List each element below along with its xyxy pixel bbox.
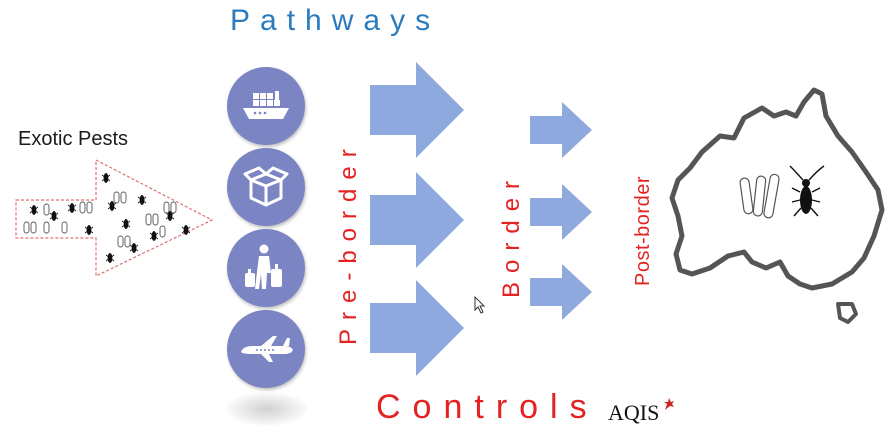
aqis-text: AQIS	[608, 400, 660, 425]
beetle-icon	[29, 173, 191, 263]
border-arrow-2	[530, 184, 592, 240]
mouse-cursor-icon	[474, 296, 486, 314]
leaf-icon	[663, 398, 674, 410]
tasmania-outline	[836, 302, 858, 324]
larva-icon	[23, 191, 177, 248]
larva-icon	[739, 173, 780, 219]
aircraft-pathway-circle	[227, 310, 305, 388]
pre-border-arrow-1	[370, 62, 464, 158]
ship-icon	[243, 91, 289, 119]
australia-map	[669, 87, 885, 324]
exotic-pests-label: Exotic Pests	[18, 128, 129, 150]
border-arrows	[530, 102, 592, 320]
border-label: Border	[498, 171, 525, 298]
traveller-icon	[245, 244, 282, 289]
pre-border-arrows	[370, 62, 464, 376]
circle-shadow	[226, 392, 308, 426]
parcel-icon	[243, 166, 289, 207]
pre-border-label: Pre-border	[335, 140, 362, 345]
beetle-icon	[789, 165, 825, 217]
traveller-pathway-circle	[227, 229, 305, 307]
exotic-pests-arrow	[15, 159, 214, 277]
pre-border-arrow-2	[370, 172, 464, 268]
controls-label: Controls	[376, 388, 599, 426]
pathways-title: Pathways	[230, 4, 441, 37]
border-arrow-1	[530, 102, 592, 158]
pre-border-arrow-3	[370, 280, 464, 376]
ship-pathway-circle	[227, 67, 305, 145]
aircraft-icon	[241, 336, 293, 362]
border-arrow-3	[530, 264, 592, 320]
aqis-logo: AQIS	[608, 398, 677, 426]
parcel-pathway-circle	[227, 148, 305, 226]
post-border-label: Post-border	[632, 176, 654, 286]
